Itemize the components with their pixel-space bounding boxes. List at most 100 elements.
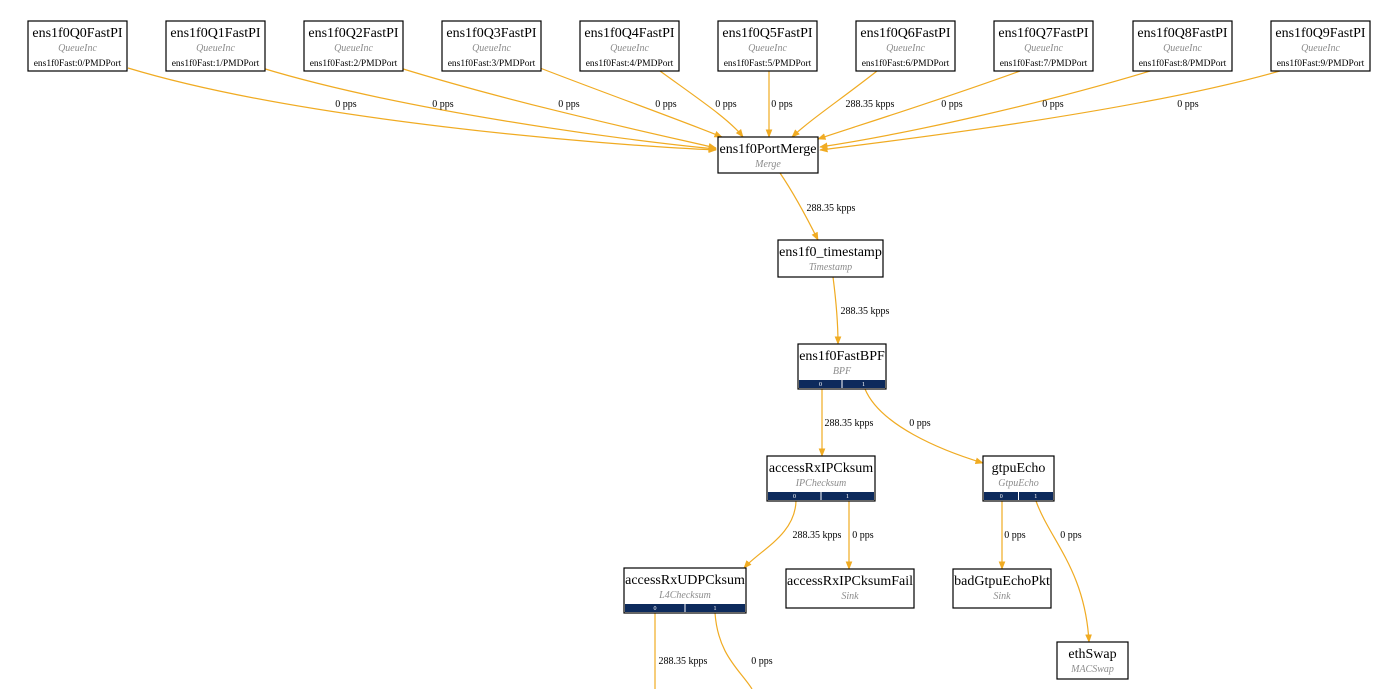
node-q1[interactable]: ens1f0Q1FastPIQueueIncens1f0Fast:1/PMDPo… (165, 20, 266, 72)
edge-e-gtpu1-ethswap: 0 pps (1035, 500, 1092, 643)
node-box (717, 20, 818, 72)
node-port-label: ens1f0Fast:3/PMDPort (448, 58, 536, 69)
node-type: QueueInc (610, 43, 649, 54)
node-type: Sink (993, 591, 1011, 602)
edge-line (791, 70, 878, 138)
edge-line (261, 67, 717, 152)
edge-rate-label: 0 pps (1004, 530, 1026, 541)
node-q3[interactable]: ens1f0Q3FastPI QueueInc ens1f0Fast:3/PMDPo… (441, 20, 542, 72)
node-title: ens1f0Q7FastPI (998, 26, 1089, 41)
node-port-label: ens1f0Fast:9/PMDPort (1277, 58, 1365, 69)
node-title: accessRxIPCksum (769, 461, 873, 476)
edge-line (864, 388, 984, 465)
node-box (27, 20, 128, 72)
node-q6[interactable]: ens1f0Q6FastPIQueueIncens1f0Fast:6/PMDPo… (855, 20, 956, 72)
node-q2[interactable]: ens1f0Q2FastPIQueueIncens1f0Fast:2/PMDPo… (303, 20, 404, 72)
node-title: ens1f0Q9FastPI (1275, 26, 1366, 41)
node-port-label: ens1f0Fast:7/PMDPort (1000, 58, 1088, 69)
node-type: QueueInc (472, 43, 511, 54)
node-port-label: ens1f0Fast:2/PMDPort (310, 58, 398, 69)
node-type: L4Checksum (658, 590, 711, 601)
gate-index: 0 (654, 606, 657, 612)
node-title: gtpuEcho (992, 461, 1046, 476)
edge-line (1035, 500, 1092, 643)
node-q8[interactable]: ens1f0Q8FastPI QueueInc ens1f0Fast:8/PMDPo… (1132, 20, 1233, 72)
node-q0[interactable]: ens1f0Q0FastPIQueueIncens1f0Fast:0/PMDPo… (27, 20, 128, 72)
edge-rate-label: 0 pps (655, 99, 677, 110)
node-title: ethSwap (1068, 647, 1116, 662)
edge-e-q2: 0 pps (399, 67, 717, 150)
node-box (717, 136, 819, 174)
node-q4[interactable]: ens1f0Q4FastPIQueueIncens1f0Fast:4/PMDPo… (579, 20, 680, 72)
node-type: QueueInc (1024, 43, 1063, 54)
edge-line (832, 276, 842, 345)
gate-index: 0 (793, 494, 796, 500)
node-port-label: ens1f0Fast:5/PMDPort (724, 58, 812, 69)
node-box (165, 20, 266, 72)
edge-rate-label: 0 pps (852, 530, 874, 541)
node-title: ens1f0FastBPF (799, 349, 885, 364)
edge-line (743, 500, 797, 569)
node-title: ens1f0Q3FastPI (446, 26, 537, 41)
node-box (441, 20, 542, 72)
node-type: QueueInc (1163, 43, 1202, 54)
edge-e-q4: 0 pps (659, 70, 744, 138)
node-q9[interactable]: ens1f0Q9FastPIQueueIncens1f0Fast:9/PMDPo… (1270, 20, 1371, 72)
node-title: accessRxIPCksumFail (787, 574, 913, 589)
node-title: ens1f0Q8FastPI (1137, 26, 1228, 41)
gate-index: 0 (819, 382, 822, 388)
node-title: ens1f0_timestamp (779, 245, 882, 260)
edge-rate-label: 288.35 kpps (841, 306, 890, 317)
node-port-label: ens1f0Fast:8/PMDPort (1139, 58, 1227, 69)
edge-e-q9: 0 pps (819, 67, 1291, 153)
edge-rate-label: 0 pps (771, 99, 793, 110)
gate-index: 0 (1000, 494, 1003, 500)
node-port-label: ens1f0Fast:0/PMDPort (34, 58, 122, 69)
node-title: ens1f0Q2FastPI (308, 26, 399, 41)
edge-e-ipck0-udpck: 288.35 kpps (743, 500, 842, 569)
node-box (855, 20, 956, 72)
edge-rate-label: 288.35 kpps (793, 530, 842, 541)
node-box (785, 568, 915, 609)
gate-index: 1 (862, 382, 865, 388)
node-q7[interactable]: ens1f0Q7FastPI QueueInc ens1f0Fast:7/PMDPo… (993, 20, 1094, 72)
node-title: ens1f0Q5FastPI (722, 26, 813, 41)
node-q5[interactable]: ens1f0Q5FastPI QueueInc ens1f0Fast:5/PMDPo… (717, 20, 818, 72)
gate-index: 1 (1034, 494, 1037, 500)
node-type: GtpuEcho (998, 478, 1039, 489)
node-type: BPF (833, 366, 852, 377)
edge-line (539, 67, 723, 138)
edge-line (714, 612, 753, 689)
node-type: QueueInc (58, 43, 97, 54)
edge-e-merge-ts: 288.35 kpps (779, 172, 856, 241)
node-type: QueueInc (748, 43, 787, 54)
edge-e-ts-bpf: 288.35 kpps (832, 276, 890, 345)
node-title: accessRxUDPCksum (625, 573, 745, 588)
edge-e-gtpu0-bad: 0 pps (998, 501, 1026, 570)
edge-line (817, 70, 1021, 140)
edge-rate-label: 288.35 kpps (659, 656, 708, 667)
edge-line (659, 70, 744, 138)
edge-rate-label: 0 pps (751, 656, 773, 667)
edge-rate-label: 288.35 kpps (825, 418, 874, 429)
edge-rate-label: 0 pps (1042, 99, 1064, 110)
gate-index: 1 (714, 606, 717, 612)
node-type: Merge (754, 159, 781, 170)
edge-rate-label: 0 pps (558, 99, 580, 110)
edge-e-q8: 0 pps (819, 67, 1161, 150)
node-box (952, 568, 1052, 609)
node-box (303, 20, 404, 72)
